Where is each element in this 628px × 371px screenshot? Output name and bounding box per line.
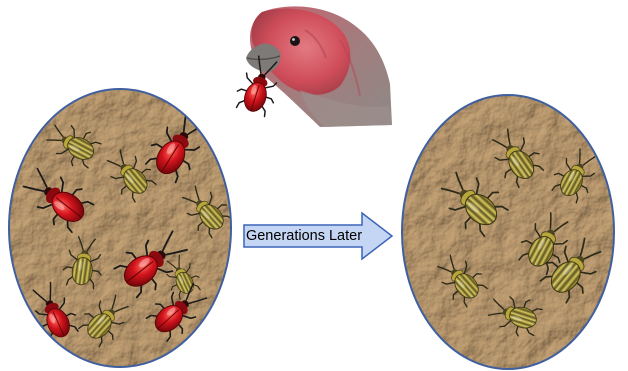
crumpled-paper-texture-left xyxy=(0,80,240,371)
bird-eye-highlight xyxy=(292,38,295,41)
house-finch-head-icon xyxy=(233,6,392,127)
population-after xyxy=(390,80,628,371)
arrow-shape xyxy=(244,213,392,259)
generations-arrow xyxy=(244,213,392,259)
bird-eye xyxy=(290,36,300,46)
crumpled-paper-texture-right xyxy=(390,80,628,371)
population-before xyxy=(0,80,240,371)
